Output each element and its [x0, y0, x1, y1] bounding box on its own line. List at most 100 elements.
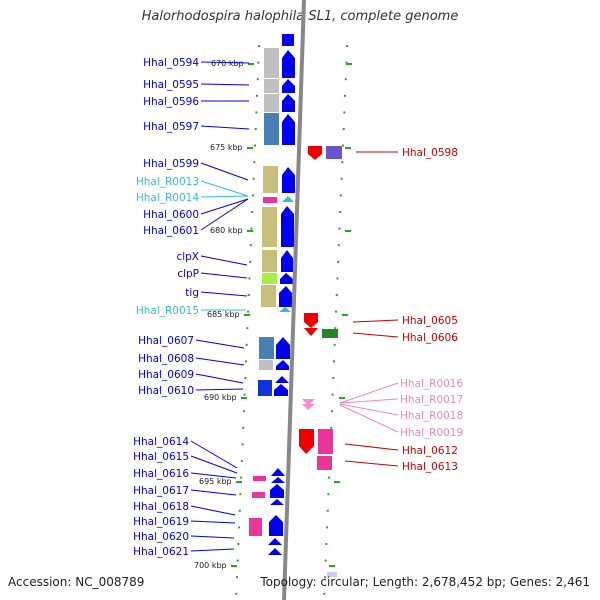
gene-label-hhal_0617[interactable]: Hhal_0617 — [133, 485, 189, 497]
gene-label-hhal_0620[interactable]: Hhal_0620 — [133, 531, 189, 543]
scale-dot — [257, 61, 260, 64]
label-connector — [195, 339, 245, 349]
gene-label-hhal_r0017[interactable]: Hhal_R0017 — [400, 394, 463, 406]
feature-box — [252, 492, 265, 498]
gene-label-hhal_0606[interactable]: Hhal_0606 — [402, 332, 458, 344]
gene-label-hhal_0614[interactable]: Hhal_0614 — [133, 436, 189, 448]
forward-gene-arrow — [279, 307, 291, 312]
scale-dot — [252, 177, 255, 180]
scale-dot — [334, 327, 337, 330]
feature-box — [259, 360, 273, 370]
label-connector — [339, 403, 399, 416]
scale-dot — [341, 144, 344, 147]
scale-dot — [256, 78, 259, 81]
tick-label: 700 kbp — [194, 561, 227, 570]
tick-mark — [339, 397, 345, 399]
gene-label-hhal_0599[interactable]: Hhal_0599 — [143, 158, 199, 170]
tick-mark — [329, 565, 335, 567]
scale-dot — [246, 327, 249, 330]
forward-gene-arrow — [276, 337, 290, 359]
forward-gene-arrow — [270, 484, 284, 498]
gene-label-clpx[interactable]: clpX — [176, 251, 199, 263]
feature-track — [249, 34, 342, 577]
scale-dot — [254, 128, 257, 130]
scale-dot — [242, 410, 245, 413]
scale-dot — [333, 343, 336, 346]
tick-mark — [342, 314, 348, 316]
gene-label-hhal_0600[interactable]: Hhal_0600 — [143, 209, 199, 221]
scale-dot — [244, 360, 247, 363]
gene-label-hhal_0618[interactable]: Hhal_0618 — [133, 501, 189, 513]
gene-label-hhal_0596[interactable]: Hhal_0596 — [143, 96, 199, 108]
feature-box — [327, 572, 337, 577]
gene-label-hhal_0615[interactable]: Hhal_0615 — [133, 451, 189, 463]
tick-label: 675 kbp — [210, 143, 243, 152]
forward-gene-arrow — [282, 167, 295, 193]
scale-dot — [242, 426, 245, 429]
scale-dot — [247, 294, 250, 296]
gene-label-hhal_r0018[interactable]: Hhal_R0018 — [400, 410, 463, 422]
label-connector — [200, 180, 249, 197]
gene-label-hhal_0616[interactable]: Hhal_0616 — [133, 468, 189, 480]
scale-dot — [332, 377, 335, 379]
scale-dot — [344, 78, 347, 81]
gene-label-tig[interactable]: tig — [185, 287, 199, 299]
gene-label-hhal_0619[interactable]: Hhal_0619 — [133, 516, 189, 528]
reverse-gene-arrow — [308, 146, 322, 160]
label-connector — [190, 455, 238, 474]
scale-dot — [328, 460, 331, 462]
reverse-gene-arrow — [299, 429, 314, 454]
tick-mark — [334, 481, 340, 483]
gene-label-hhal_0605[interactable]: Hhal_0605 — [402, 315, 458, 327]
gene-label-hhal_r0013[interactable]: Hhal_R0013 — [136, 176, 199, 188]
gene-label-hhal_0607[interactable]: Hhal_0607 — [138, 335, 194, 347]
scale-dot — [343, 111, 346, 114]
gene-label-hhal_0594[interactable]: Hhal_0594 — [143, 57, 199, 69]
gene-label-hhal_r0015[interactable]: Hhal_R0015 — [136, 305, 199, 317]
feature-box — [249, 518, 262, 536]
scale-dot — [345, 61, 348, 64]
forward-gene-arrow — [268, 548, 282, 555]
gene-label-hhal_0612[interactable]: Hhal_0612 — [402, 445, 458, 457]
gene-label-hhal_r0014[interactable]: Hhal_R0014 — [136, 192, 199, 204]
scale-dot — [250, 227, 253, 230]
gene-label-clpp[interactable]: clpP — [177, 268, 199, 280]
scale-dot — [338, 227, 341, 230]
feature-box — [262, 207, 277, 247]
forward-gene-arrow — [270, 499, 284, 505]
gene-label-hhal_0601[interactable]: Hhal_0601 — [143, 225, 199, 237]
scale-dot — [243, 393, 246, 396]
label-connector — [190, 505, 236, 516]
gene-label-hhal_0610[interactable]: Hhal_0610 — [138, 385, 194, 397]
gene-label-hhal_0613[interactable]: Hhal_0613 — [402, 461, 458, 473]
gene-label-hhal_0598[interactable]: Hhal_0598 — [402, 147, 458, 159]
gene-label-hhal_0608[interactable]: Hhal_0608 — [138, 353, 194, 365]
label-connector — [200, 291, 248, 297]
scale-dot — [344, 94, 347, 97]
scale-dot — [325, 543, 328, 545]
scale-dot — [240, 460, 243, 462]
scale-dot — [258, 45, 261, 47]
label-connector — [195, 388, 244, 391]
gene-label-hhal_0595[interactable]: Hhal_0595 — [143, 79, 199, 91]
scale-dot — [346, 45, 349, 47]
gene-label-hhal_0597[interactable]: Hhal_0597 — [143, 121, 199, 133]
tick-mark — [247, 147, 253, 149]
scale-dot — [337, 260, 340, 263]
scale-dot — [331, 393, 334, 396]
gene-label-hhal_0609[interactable]: Hhal_0609 — [138, 369, 194, 381]
scale-dot — [339, 194, 342, 197]
scale-dot — [244, 377, 247, 379]
scale-dot — [241, 443, 244, 446]
gene-label-hhal_r0016[interactable]: Hhal_R0016 — [400, 378, 463, 390]
forward-gene-arrow — [281, 206, 294, 247]
reverse-gene-arrow — [304, 328, 318, 336]
genome-title: Halorhodospira halophila SL1, complete g… — [141, 9, 459, 24]
label-connector — [190, 535, 235, 539]
forward-gene-arrow — [268, 538, 282, 545]
tick-label: 680 kbp — [210, 226, 243, 235]
gene-label-hhal_0621[interactable]: Hhal_0621 — [133, 546, 189, 558]
gene-label-hhal_r0019[interactable]: Hhal_R0019 — [400, 427, 463, 439]
scale-dot — [235, 592, 238, 595]
